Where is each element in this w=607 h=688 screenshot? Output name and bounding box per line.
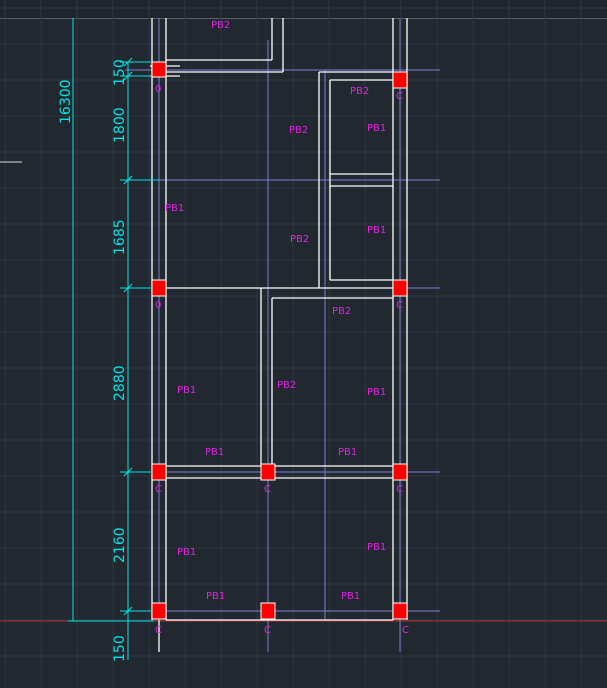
dimension-segment: 2160 bbox=[112, 527, 128, 563]
columns bbox=[151, 61, 408, 620]
dimension-segment: 1800 bbox=[112, 107, 128, 143]
beam-label: PB1 bbox=[165, 203, 184, 214]
column-label: C bbox=[396, 91, 403, 102]
beam-label: PB2 bbox=[277, 380, 296, 391]
column-label: C bbox=[155, 625, 162, 636]
dimension-overall: 16300 bbox=[58, 79, 74, 124]
column-label: C bbox=[402, 625, 409, 636]
beam-label: PB1 bbox=[206, 591, 225, 602]
column bbox=[260, 602, 276, 620]
column bbox=[392, 71, 408, 89]
beam-walls bbox=[150, 18, 408, 652]
column bbox=[392, 602, 408, 620]
beam-label: PB1 bbox=[205, 447, 224, 458]
beam-label: PB2 bbox=[289, 125, 308, 136]
beam-label: PB2 bbox=[290, 234, 309, 245]
column bbox=[392, 463, 408, 481]
beam-label: PB1 bbox=[177, 385, 196, 396]
dimension-texts: 16300 150 1800 1685 2880 2160 150 bbox=[58, 59, 128, 662]
column-label: C bbox=[264, 625, 271, 636]
beam-label: PB1 bbox=[367, 542, 386, 553]
column-labels: 0 C 0 C C C C C C C bbox=[155, 84, 409, 636]
dimension-lines bbox=[68, 18, 160, 660]
beam-label: PB1 bbox=[367, 387, 386, 398]
column-label: C bbox=[155, 484, 162, 495]
beam-label: PB2 bbox=[332, 306, 351, 317]
beam-label: PB1 bbox=[177, 547, 196, 558]
dimension-segment: 150 bbox=[112, 59, 128, 86]
beam-label: PB1 bbox=[367, 225, 386, 236]
beam-label: PB1 bbox=[367, 123, 386, 134]
column-label: 0 bbox=[155, 300, 161, 311]
beam-label: PB2 bbox=[211, 20, 230, 31]
column bbox=[260, 463, 276, 481]
column bbox=[151, 279, 167, 297]
beam-label: PB1 bbox=[341, 591, 360, 602]
column-label: C bbox=[396, 484, 403, 495]
column-label: C bbox=[396, 300, 403, 311]
beam-labels: PB2 PB2 PB2 PB1 PB1 PB2 PB1 PB2 PB1 PB2 … bbox=[165, 20, 386, 602]
column bbox=[151, 463, 167, 481]
dimension-segment: 2880 bbox=[112, 365, 128, 401]
column bbox=[151, 61, 167, 78]
column-label: 0 bbox=[155, 84, 161, 95]
dimension-bottom: 150 bbox=[112, 635, 128, 662]
column bbox=[151, 602, 167, 620]
column bbox=[392, 279, 408, 297]
beam-label: PB1 bbox=[338, 447, 357, 458]
viewport-top-edge bbox=[0, 0, 607, 19]
column-label: C bbox=[264, 484, 271, 495]
beam-label: PB2 bbox=[350, 86, 369, 97]
dimension-segment: 1685 bbox=[112, 219, 128, 255]
